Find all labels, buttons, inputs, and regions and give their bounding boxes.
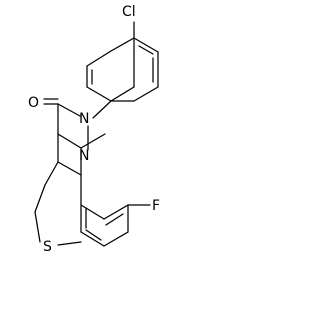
double-bond-inner <box>85 229 102 241</box>
nitrogen-label-2: N <box>79 148 89 164</box>
bond-c-s <box>34 211 41 243</box>
bond <box>80 204 105 220</box>
bond <box>34 184 46 213</box>
thiepine-ring <box>34 133 82 246</box>
nitrogen-label-1: N <box>79 111 89 127</box>
bond <box>80 231 105 247</box>
structure-svg: Cl O N N S F <box>28 4 160 255</box>
double-bond-inner <box>105 213 124 226</box>
bond <box>57 161 82 176</box>
fluorobenzene-ring <box>80 174 151 247</box>
molecule-diagram: Cl O N N S F <box>28 4 160 255</box>
fluorine-label: F <box>152 198 160 214</box>
bond <box>44 161 59 186</box>
double-bond-inner <box>138 45 154 55</box>
oxygen-label: O <box>28 95 39 111</box>
bond <box>110 86 135 102</box>
bond-s-ar <box>57 241 82 246</box>
bond <box>133 86 159 102</box>
bond <box>110 37 135 52</box>
bond <box>80 133 106 149</box>
bond <box>57 133 82 149</box>
bond-aryl-n <box>92 100 112 119</box>
bond <box>86 50 112 67</box>
bond <box>133 37 159 53</box>
bond <box>103 231 129 247</box>
sulfur-label: S <box>43 239 52 255</box>
bond-n-co <box>57 103 81 117</box>
bond <box>86 86 112 102</box>
pyridazinone-ring <box>43 98 112 176</box>
chlorine-label: Cl <box>122 4 136 20</box>
chlorophenyl-ring <box>86 21 159 102</box>
bond <box>103 204 129 220</box>
